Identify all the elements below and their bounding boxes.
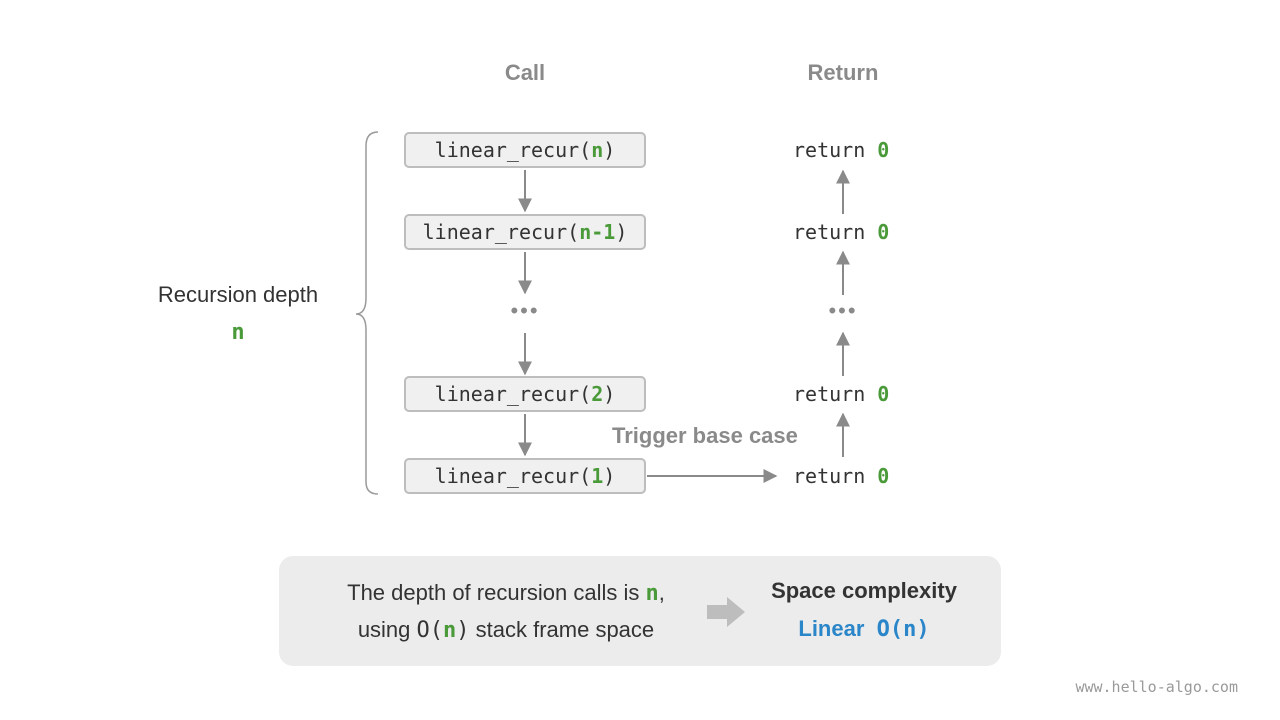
return-statement: return 0	[793, 220, 890, 244]
return-statement: return 0	[793, 138, 890, 162]
return-column-header: Return	[807, 60, 879, 85]
call-box-n: linear_recur(n)	[404, 132, 646, 168]
recursion-depth-label: Recursion depth	[157, 282, 319, 307]
call-box-1: linear_recur(1)	[404, 458, 646, 494]
call-column-header: Call	[504, 60, 546, 85]
trigger-base-case-label: Trigger base case	[612, 423, 798, 448]
space-complexity-title: Space complexity	[771, 578, 957, 603]
summary-line-1: The depth of recursion calls is n,	[347, 580, 665, 606]
watermark: www.hello-algo.com	[1075, 678, 1238, 696]
depth-brace	[355, 131, 379, 495]
return-statement: return 0	[793, 382, 890, 406]
summary-line-2: using O(n) stack frame space	[357, 617, 655, 643]
recursion-depth-variable: n	[231, 320, 245, 345]
space-complexity-value: Linear O(n)	[798, 616, 930, 642]
return-ellipsis: •••	[828, 298, 858, 323]
right-arrow-icon	[707, 597, 745, 627]
summary-panel: The depth of recursion calls is n, using…	[279, 556, 1001, 666]
call-box-2: linear_recur(2)	[404, 376, 646, 412]
return-statement: return 0	[793, 464, 890, 488]
call-box-n-minus-1: linear_recur(n-1)	[404, 214, 646, 250]
call-ellipsis: •••	[510, 298, 540, 323]
